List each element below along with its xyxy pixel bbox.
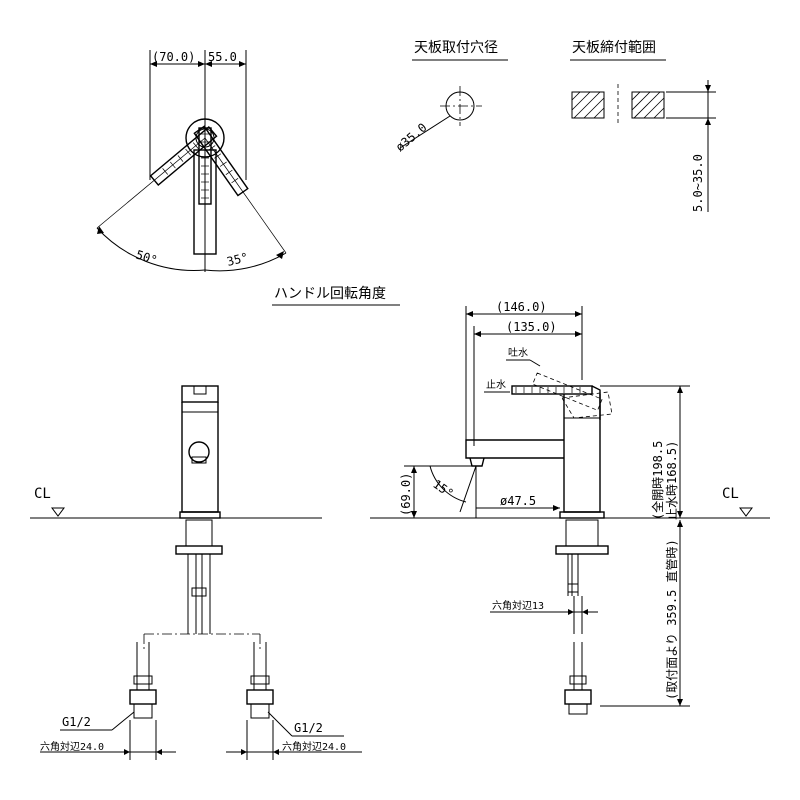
front-g-left: G1/2 [62, 715, 91, 729]
water-stop-label: 止水 [486, 379, 506, 391]
hole-detail: 天板取付穴径 ø35.0 [393, 40, 508, 154]
side-dim-146: (146.0) [496, 300, 547, 314]
hole-diameter-label: ø35.0 [393, 120, 430, 154]
side-view: CL (146.0) (135.0) 吐水 止水 [370, 300, 770, 715]
front-view: CL G1/2 [30, 385, 362, 760]
side-spout-height: (69.0) [399, 473, 413, 516]
top-dim-left: (70.0) [152, 50, 195, 64]
side-length-label: (取付面より 359.5 直管時) [664, 539, 679, 700]
front-cl-label: CL [34, 486, 51, 502]
side-dim-135: (135.0) [506, 320, 557, 334]
front-hex-right: 六角対辺24.0 [282, 740, 346, 753]
front-hex-left: 六角対辺24.0 [40, 740, 104, 753]
hole-title: 天板取付穴径 [414, 40, 498, 56]
side-cl-label: CL [722, 486, 739, 502]
front-g-right: G1/2 [294, 721, 323, 735]
deck-detail: 天板締付範囲 5.0~35.0 [570, 39, 716, 212]
side-open-height: (全開時198.5 [650, 441, 665, 520]
side-hex13: 六角対辺13 [492, 599, 544, 612]
angle-right-label: 35° [225, 250, 249, 269]
water-out-label: 吐水 [508, 347, 528, 359]
top-dim-right: 55.0 [208, 50, 237, 64]
side-stop-height: 止水時168.5) [665, 441, 679, 520]
deck-range-label: 5.0~35.0 [691, 154, 705, 212]
side-angle-15: 15° [430, 477, 456, 501]
top-view: (70.0) 55.0 [96, 50, 400, 306]
deck-title: 天板締付範囲 [572, 39, 656, 56]
angle-left-label: 50° [134, 248, 159, 268]
handle-angle-caption: ハンドル回転角度 [274, 286, 386, 302]
side-base-dia: ø47.5 [500, 494, 536, 508]
